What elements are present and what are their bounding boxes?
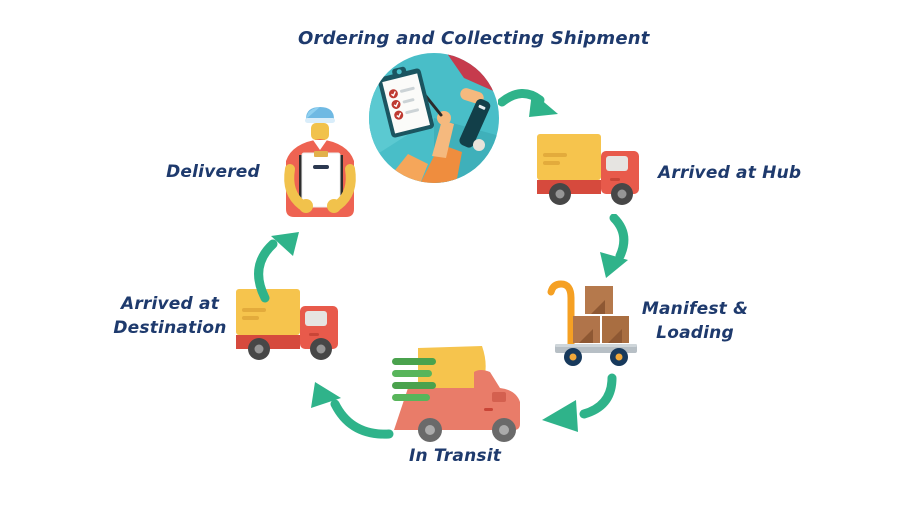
arrow-manifest-to-transit-icon: [542, 373, 617, 432]
box-truck-icon: [236, 289, 338, 360]
stage-label-ordering-and-collecting: Ordering and Collecting Shipment: [298, 28, 650, 49]
stage-label-line1: Arrived at: [120, 294, 220, 314]
stage-label-arrived-at-hub: Arrived at Hub: [658, 163, 802, 183]
stage-label-arrived-at-destination: Arrived at Destination: [105, 292, 235, 340]
arrow-ordering-to-hub-icon: [498, 89, 558, 117]
stage-label-manifest-and-loading: Manifest & Loading: [630, 297, 760, 345]
stage-label-in-transit: In Transit: [408, 446, 502, 466]
clipboard-checklist-scene-icon: [369, 53, 499, 183]
stage-label-delivered: Delivered: [166, 162, 260, 182]
box-truck-icon: [537, 134, 639, 205]
arrow-hub-to-manifest-icon: [600, 214, 629, 278]
stage-label-line1: Manifest &: [641, 299, 749, 319]
stage-label-line2: Loading: [656, 323, 734, 343]
stage-label-line2: Destination: [113, 318, 227, 338]
arrow-destination-to-delivered-icon: [254, 232, 299, 303]
courier-with-package-icon: [284, 107, 356, 217]
arrow-transit-to-destination-icon: [311, 382, 394, 439]
hand-truck-boxes-icon: [547, 280, 637, 366]
speeding-van-icon: [392, 346, 520, 442]
